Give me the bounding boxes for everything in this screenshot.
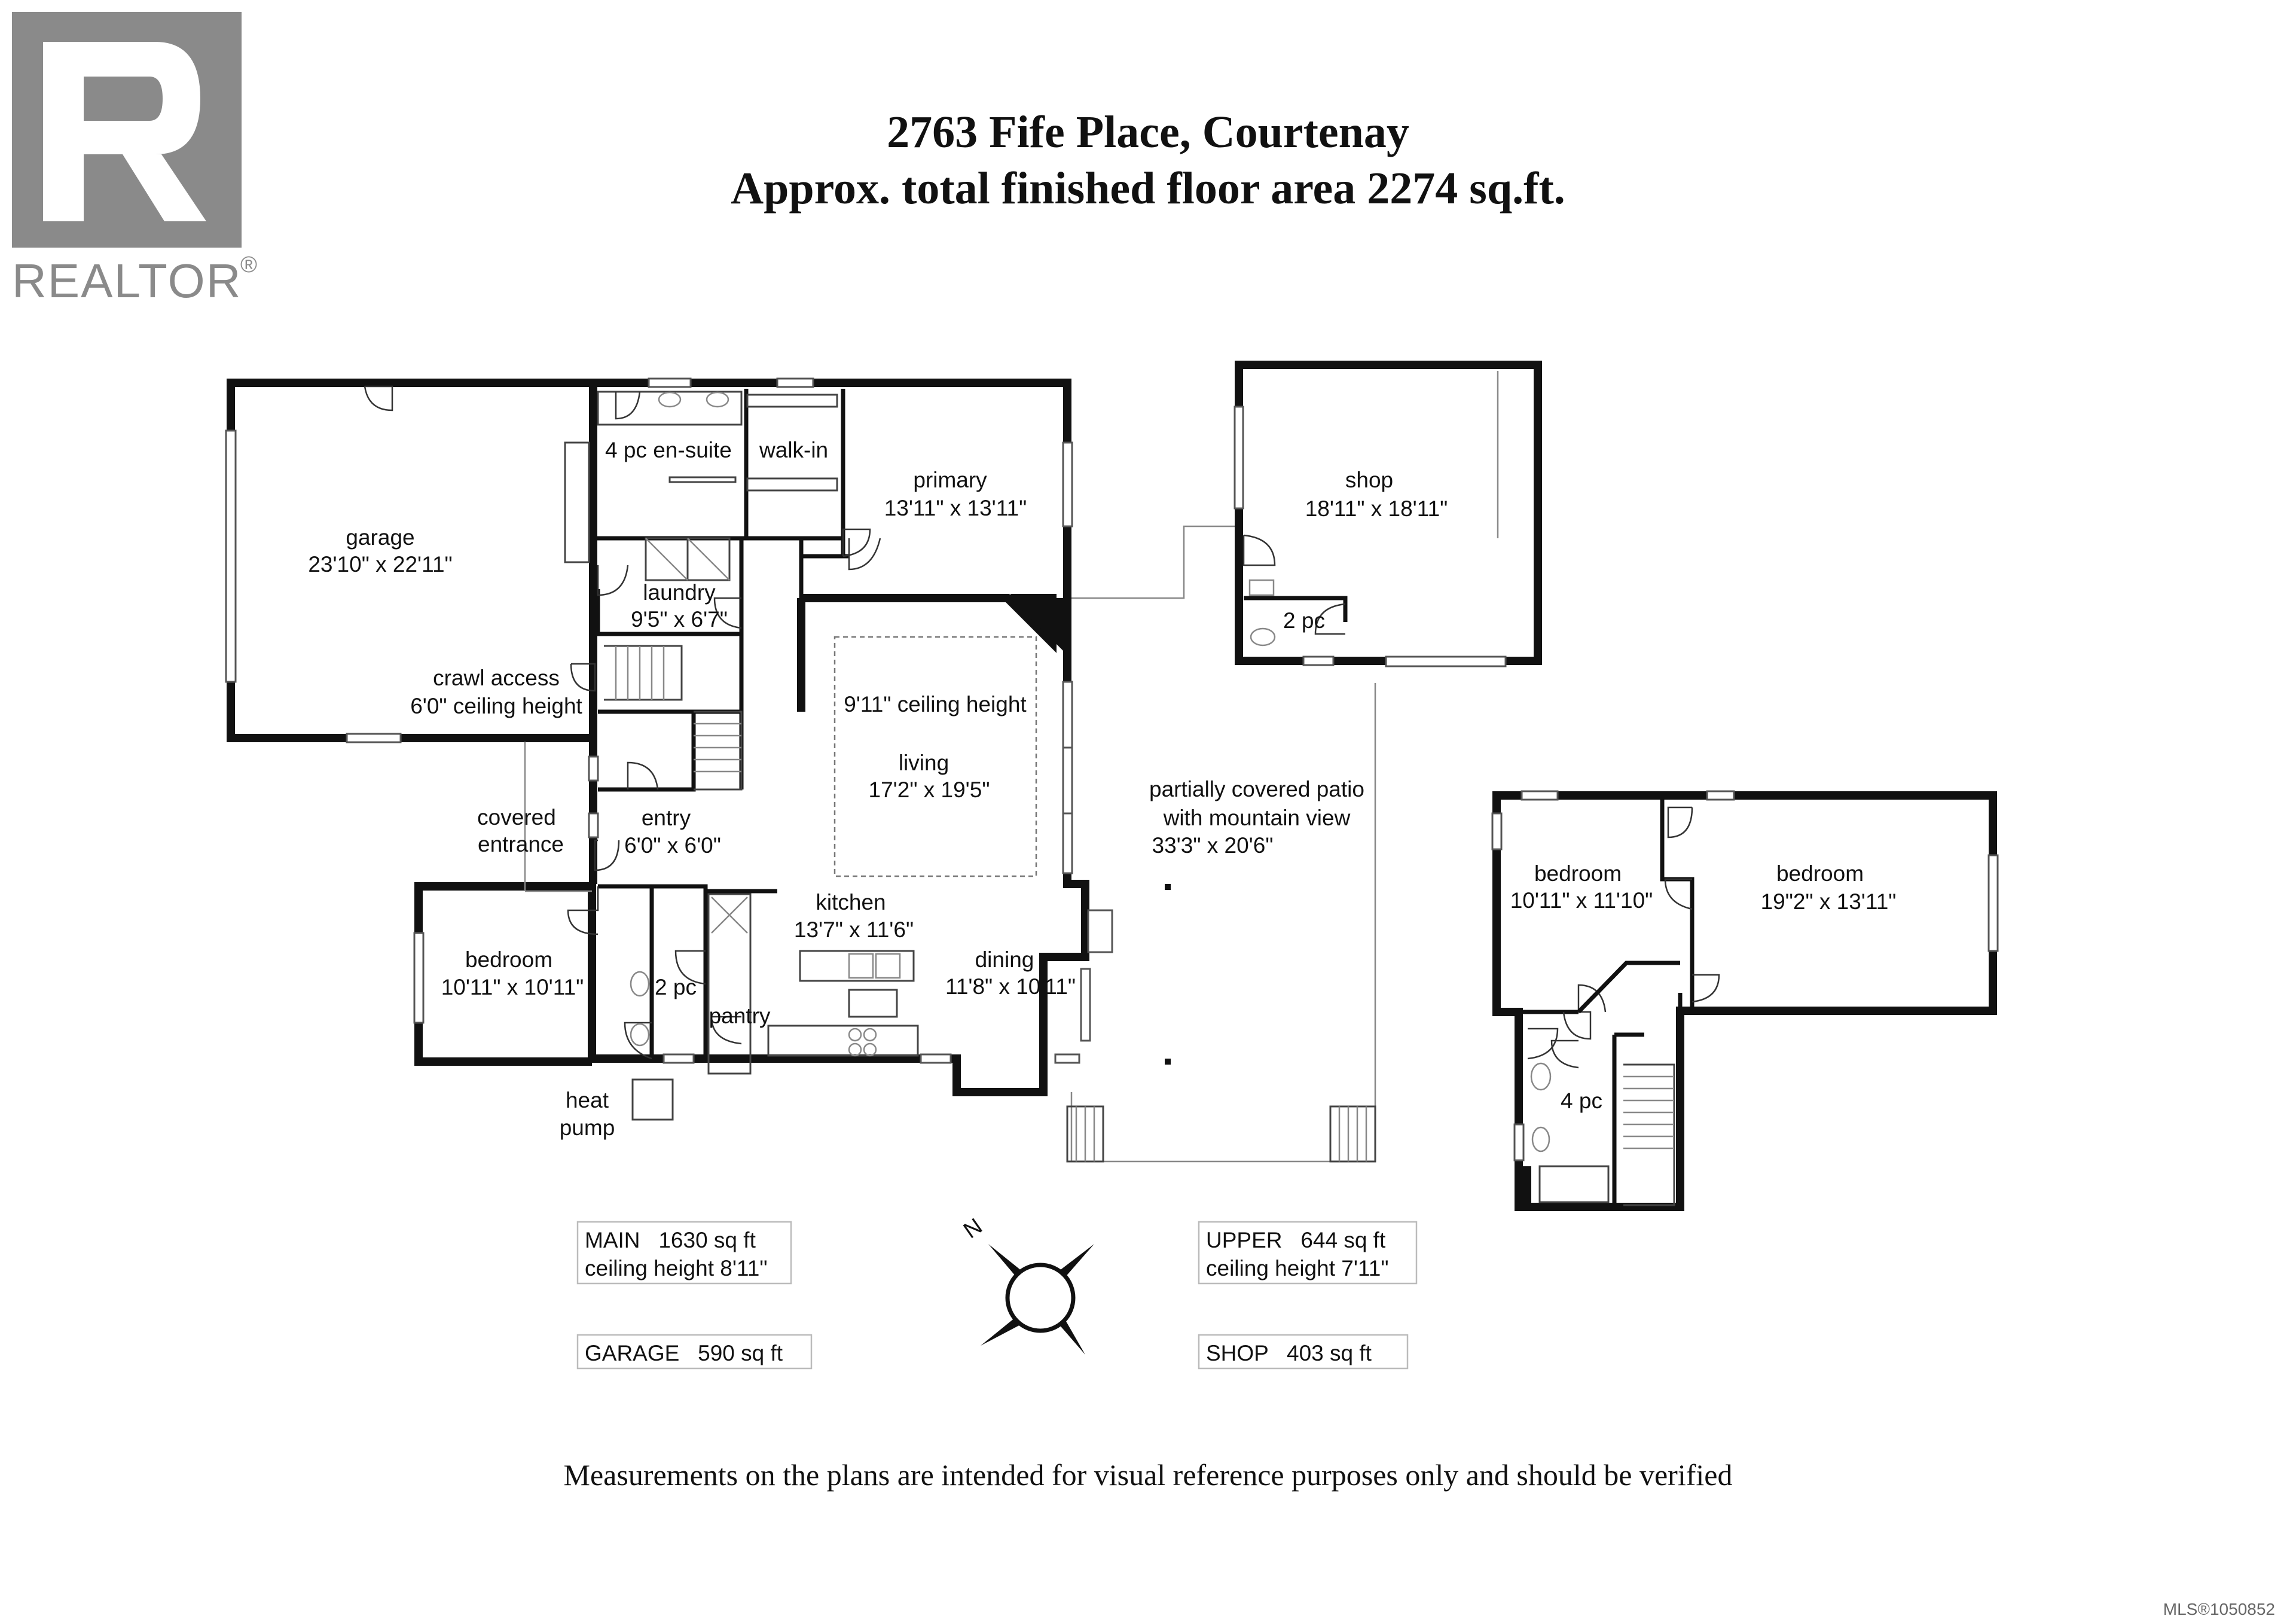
fireplace-block [1010,598,1067,655]
laundry-label: laundry [643,580,716,605]
upper-bedroom-2-dim: 19"2" x 13'11" [1761,889,1897,914]
shop-dim: 18'11" x 18'11" [1305,496,1448,521]
patio-label-2: with mountain view [1163,806,1351,830]
compass-rose-icon: N [959,1214,1094,1355]
garage-dim: 23'10" x 22'11" [308,552,452,577]
kitchen-dim: 13'7" x 11'6" [794,917,914,942]
main-stairs [604,645,743,791]
dining-label: dining [975,947,1034,972]
covered-entrance-label: covered [477,805,556,830]
compass-north-label: N [959,1214,987,1243]
patio-label: partially covered patio [1149,777,1364,801]
garage-door-window [225,429,237,683]
heat-pump-label-2: pump [560,1115,615,1140]
primary-label: primary [913,468,987,492]
main-bedroom-label: bedroom [465,947,552,972]
upper-floor-plan [1491,790,1999,1211]
kitchen-label: kitchen [816,890,886,914]
upper-bedroom-1-dim: 10'11" x 11'10" [1510,888,1653,913]
main-2pc-label: 2 pc [655,975,697,999]
total-area-subtitle: Approx. total finished floor area 2274 s… [731,163,1565,214]
primary-dim: 13'11" x 13'11" [884,496,1027,520]
crawl-ceiling-height: 6'0" ceiling height [410,694,582,718]
garage-label: garage [346,525,414,550]
shop-label: shop [1345,468,1393,492]
patio-outline [1066,525,1376,1163]
heat-pump-box [631,1078,674,1121]
covered-entrance-label-2: entrance [478,832,564,856]
shop-plan [1234,361,1542,667]
area-legend: MAIN 1630 sq ft ceiling height 8'11" UPP… [576,1221,1418,1370]
upper-bedroom-2-label: bedroom [1776,861,1864,886]
garage-door-icon [364,385,393,411]
pantry-label: pantry [709,1004,771,1028]
upper-4pc-label: 4 pc [1561,1089,1602,1113]
shop-2pc-label: 2 pc [1283,608,1325,633]
ensuite-label: 4 pc en-suite [605,438,732,462]
registered-mark: ® [240,252,258,278]
legend-main-area: MAIN 1630 sq ft [585,1228,756,1252]
realtor-logo-text: REALTOR [12,254,242,307]
upper-outer-walls [1492,791,1997,1211]
address-title: 2763 Fife Place, Courtenay [887,107,1409,157]
main-bedroom-dim: 10'11" x 10'11" [441,975,584,999]
living-ceiling-outline [833,636,1037,877]
legend-shop-area: SHOP 403 sq ft [1206,1341,1372,1365]
legend-upper-ceiling: ceiling height 7'11" [1206,1256,1388,1280]
walkin-label: walk-in [759,438,828,462]
entry-label: entry [642,806,691,830]
crawl-access-label: crawl access [433,666,560,690]
patio-dim: 33'3" x 20'6" [1152,833,1274,858]
main-floor-plan [225,377,1113,1121]
entry-dim: 6'0" x 6'0" [624,833,721,858]
living-ceiling-height: 9'11" ceiling height [844,692,1027,717]
kitchen-island [799,950,915,982]
mls-number: MLS®1050852 [2163,1600,2275,1618]
upper-bedroom-1-label: bedroom [1534,861,1622,886]
dining-dim: 11'8" x 10'11" [945,974,1076,999]
living-label: living [899,751,949,775]
living-dim: 17'2" x 19'5" [869,778,990,802]
realtor-logo: REALTOR ® [12,12,258,307]
legend-main-ceiling: ceiling height 8'11" [585,1256,767,1280]
house-outer-walls [414,379,1089,1096]
legend-garage-area: GARAGE 590 sq ft [585,1341,783,1365]
heat-pump-label: heat [566,1088,609,1112]
room-labels: garage 23'10" x 22'11" 4 pc en-suite wal… [308,438,1896,1140]
laundry-dim: 9'5" x 6'7" [631,607,728,632]
measurement-disclaimer: Measurements on the plans are intended f… [564,1458,1733,1492]
legend-upper-area: UPPER 644 sq ft [1206,1228,1386,1252]
